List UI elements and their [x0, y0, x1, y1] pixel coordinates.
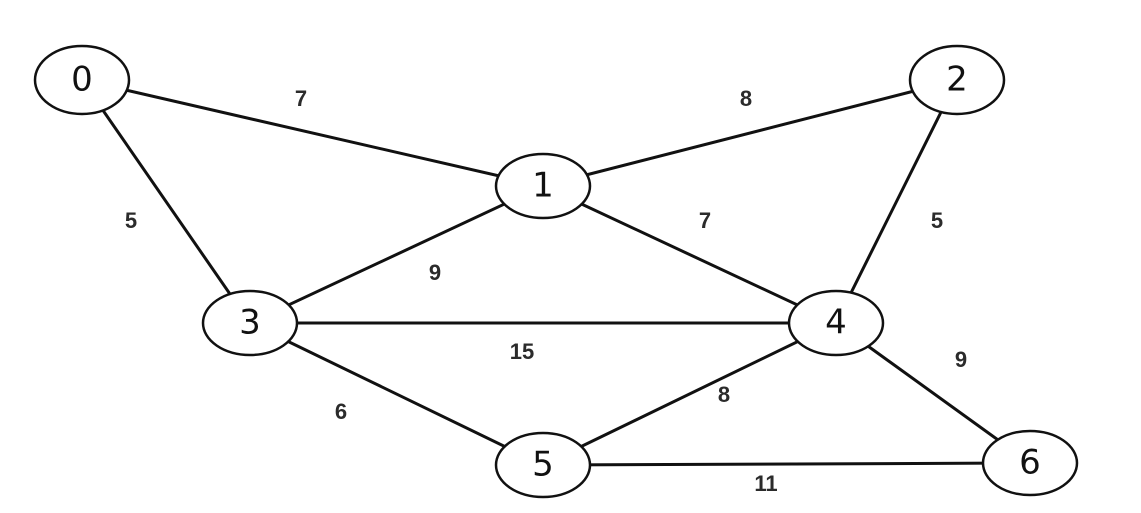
- node-circle-6: [981, 429, 1079, 497]
- node-5: 5: [494, 431, 592, 499]
- node-circle-1: [494, 152, 592, 220]
- edge-weight-1-3: 9: [429, 260, 441, 285]
- edge-3-5: [248, 321, 545, 467]
- edges-layer: [80, 78, 1032, 467]
- node-circle-0: [33, 44, 131, 116]
- edge-weight-4-5: 8: [718, 382, 730, 407]
- edge-weight-1-2: 8: [740, 86, 752, 111]
- node-0: 0: [33, 44, 131, 116]
- edge-weight-0-1: 7: [295, 86, 307, 111]
- edge-4-5: [541, 321, 838, 467]
- node-circle-3: [201, 289, 299, 357]
- node-circle-5: [494, 431, 592, 499]
- edge-weight-4-6: 9: [955, 347, 967, 372]
- edge-5-6: [541, 461, 1032, 467]
- edge-weight-3-5: 6: [335, 399, 347, 424]
- node-4: 4: [787, 289, 885, 357]
- edge-0-3: [80, 78, 252, 325]
- edge-1-4: [541, 184, 838, 325]
- node-label-6: 6: [1019, 443, 1041, 483]
- edge-1-2: [541, 78, 959, 188]
- edge-weight-3-4: 15: [510, 339, 534, 364]
- node-label-4: 4: [825, 303, 847, 343]
- edge-0-1: [80, 78, 545, 188]
- node-circle-2: [908, 44, 1006, 116]
- node-label-3: 3: [239, 303, 261, 343]
- node-1: 1: [494, 152, 592, 220]
- node-6: 6: [981, 429, 1079, 497]
- edge-weight-1-4: 7: [699, 208, 711, 233]
- node-3: 3: [201, 289, 299, 357]
- node-label-0: 0: [71, 60, 93, 100]
- node-label-1: 1: [532, 166, 554, 206]
- nodes-layer: 0 1 2 3 4 5 6: [33, 44, 1079, 499]
- edge-2-4: [834, 78, 959, 325]
- node-2: 2: [908, 44, 1006, 116]
- edge-weight-0-3: 5: [125, 208, 137, 233]
- node-label-2: 2: [946, 60, 968, 100]
- node-label-5: 5: [532, 445, 554, 485]
- edge-weight-5-6: 11: [754, 471, 777, 496]
- edge-weight-2-4: 5: [931, 208, 943, 233]
- edge-1-3: [248, 184, 545, 325]
- node-circle-4: [787, 289, 885, 357]
